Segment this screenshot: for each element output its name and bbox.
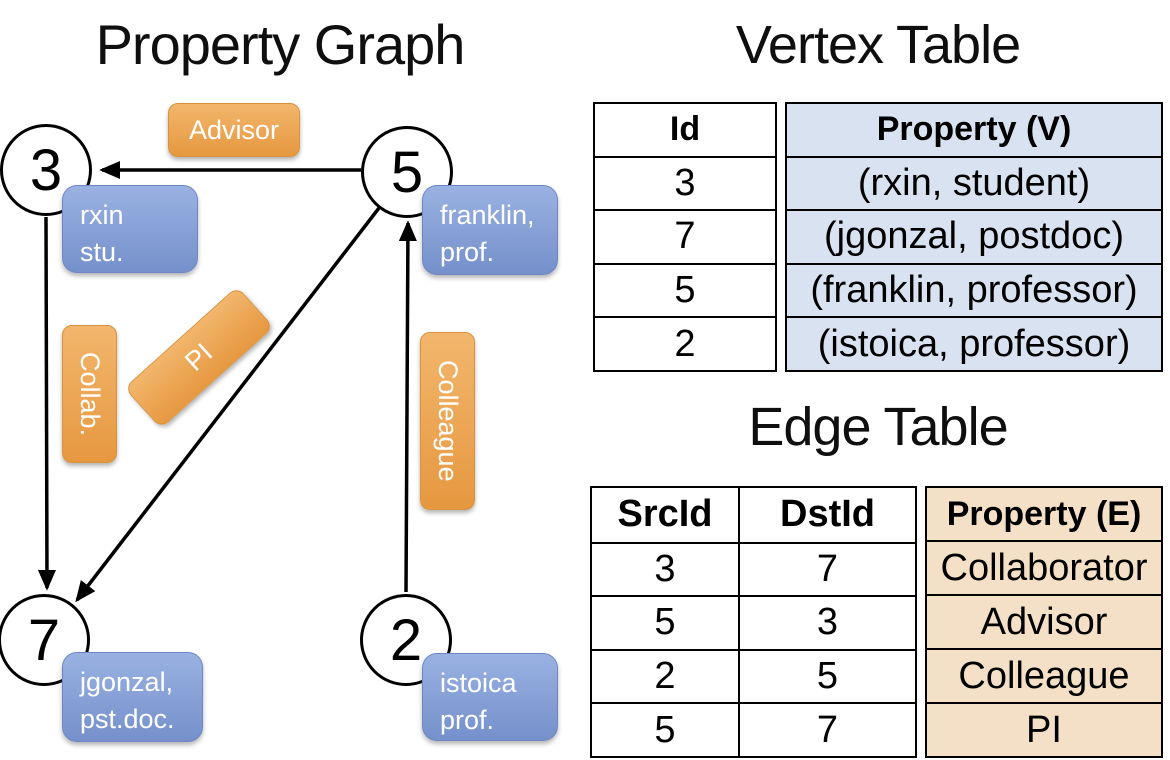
edge-label-colleague: Colleague [420, 332, 475, 510]
vertex-property-cell: (istoica, professor) [787, 316, 1161, 370]
vertex-id-cell: 5 [595, 262, 775, 317]
vertex-property-box-3: rxin stu. [62, 185, 198, 273]
edge-srcid-header: SrcId [592, 488, 740, 542]
edge-property-cell: PI [927, 702, 1161, 756]
vertex-id-cell: 7 [595, 209, 775, 263]
edge-dstid-header: DstId [780, 493, 875, 536]
vertex-prop-line: prof. [440, 237, 495, 267]
vertex-property-box-5: franklin, prof. [422, 185, 558, 275]
vertex-property-cell: (rxin, student) [787, 155, 1161, 210]
vertex-table-property-column: Property (V) (rxin, student) (jgonzal, p… [785, 102, 1163, 372]
edge-table-id-columns: SrcId DstId 3 7 5 3 2 5 5 7 [590, 486, 917, 758]
edge-srcid-cell: 2 [592, 648, 740, 703]
edge-colleague-arrow [398, 220, 418, 593]
edge-property-cell: Advisor [927, 594, 1161, 648]
node-2: 2 [360, 594, 452, 686]
edge-property-header: Property (E) [946, 494, 1142, 533]
vertex-property-box-7: jgonzal, pst.doc. [62, 652, 203, 742]
vertex-property-cell: (franklin, professor) [787, 262, 1161, 317]
vertex-prop-line: pst.doc. [80, 704, 175, 734]
graph-edges-layer [37, 160, 418, 603]
property-graph-title: Property Graph [95, 13, 466, 76]
vertex-prop-line: istoica [440, 668, 517, 698]
edge-pi-arrow [75, 206, 381, 603]
node-5: 5 [361, 126, 453, 218]
edge-dstid-cell: 5 [740, 648, 915, 703]
vertex-id-header: Id [669, 110, 701, 149]
edge-property-cell: Collaborator [927, 540, 1161, 594]
edge-dstid-cell: 3 [740, 595, 915, 649]
vertex-table-id-column: Id 3 7 5 2 [593, 102, 777, 372]
vertex-id-cell: 3 [595, 155, 775, 210]
vertex-prop-line: franklin, [440, 200, 535, 230]
vertex-property-cell: (jgonzal, postdoc) [787, 209, 1161, 263]
vertex-table-title: Vertex Table [735, 15, 1021, 75]
vertex-property-box-2: istoica prof. [422, 653, 558, 741]
edge-dstid-cell: 7 [740, 702, 915, 756]
vertex-id-cell: 2 [595, 316, 775, 370]
vertex-property-header: Property (V) [876, 110, 1072, 149]
vertex-prop-line: jgonzal, [80, 667, 174, 697]
edge-label-advisor: Advisor [168, 103, 300, 157]
edge-dstid-cell: 7 [740, 541, 915, 596]
vertex-prop-line: prof. [440, 705, 495, 735]
edge-property-cell: Colleague [927, 648, 1161, 702]
edge-srcid-cell: 5 [592, 702, 740, 756]
vertex-prop-line: rxin [80, 200, 124, 230]
edge-label-collab: Collab. [62, 325, 117, 463]
vertex-prop-line: stu. [80, 237, 124, 267]
edge-srcid-cell: 3 [592, 541, 740, 596]
edge-collaborator-arrow [37, 216, 57, 591]
edge-table-property-column: Property (E) Collaborator Advisor Collea… [925, 486, 1163, 758]
edge-srcid-cell: 5 [592, 595, 740, 649]
edge-table-title: Edge Table [748, 397, 1008, 457]
